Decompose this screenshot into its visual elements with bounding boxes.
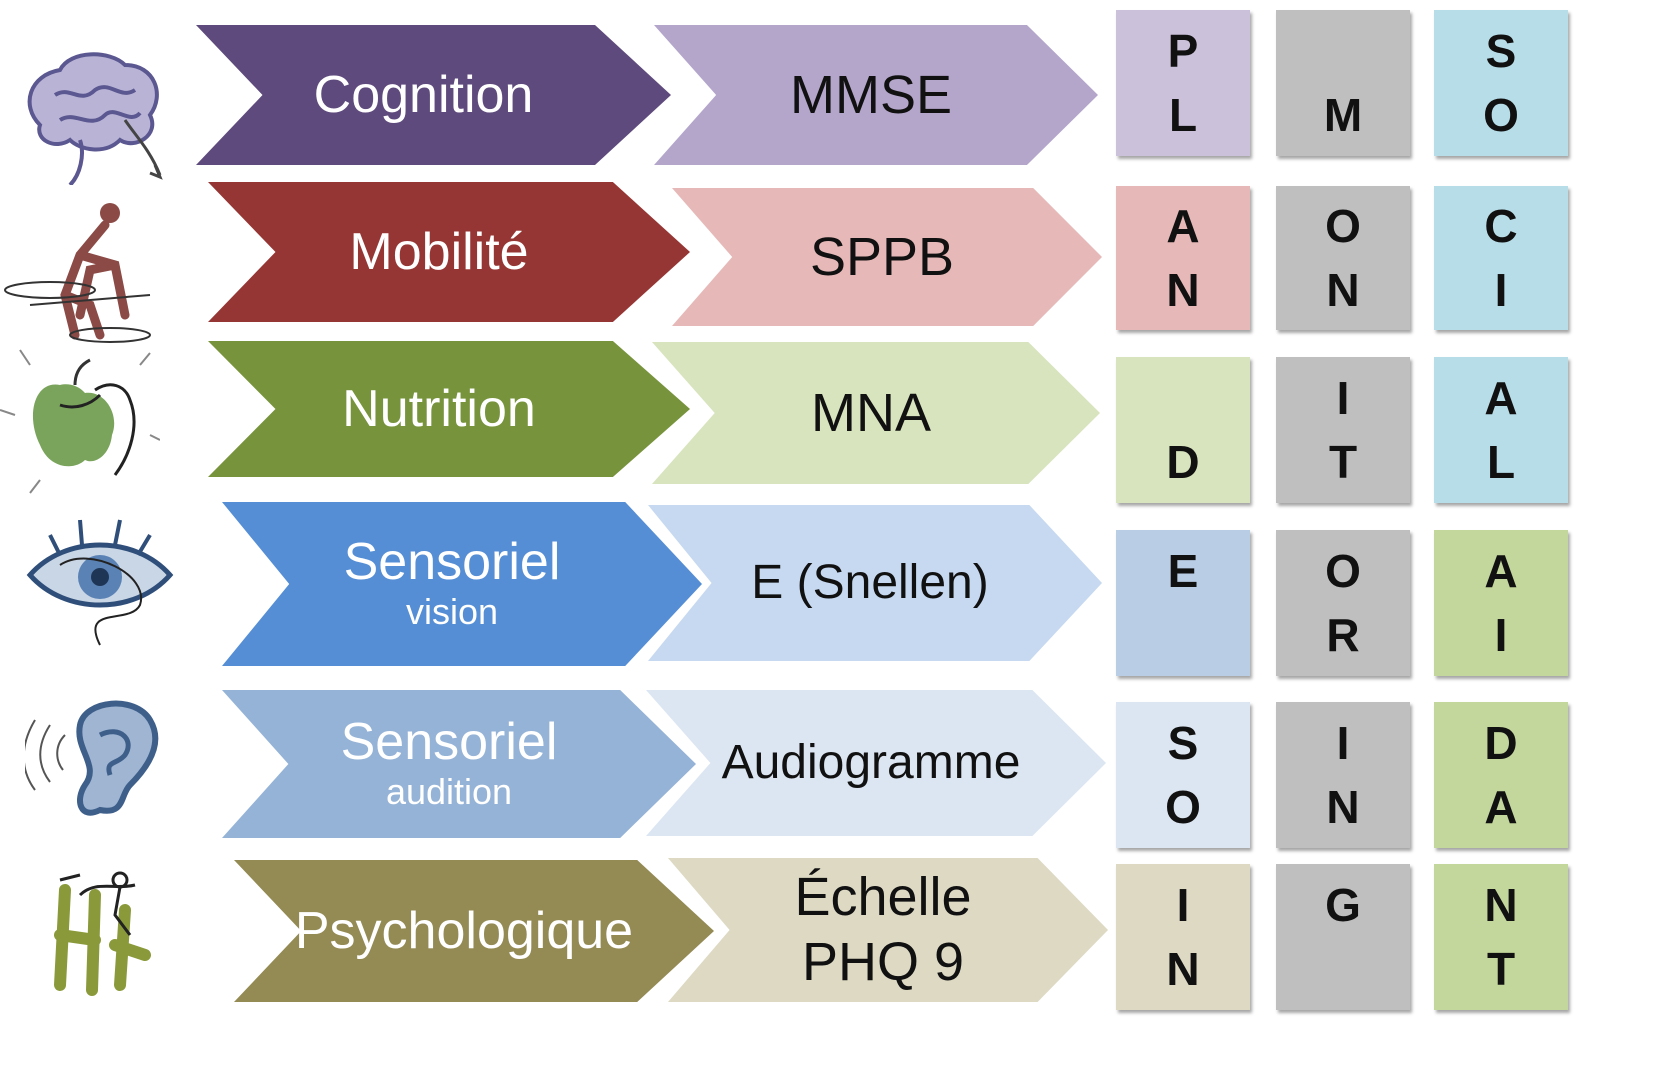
tile-letter: D: [1484, 717, 1518, 769]
assessment-tool-label: MMSE: [790, 64, 952, 125]
plan-de-soin-tile: EX: [1116, 530, 1250, 676]
category-label: Sensoriel: [340, 713, 558, 772]
tile-letter: T: [1486, 943, 1516, 995]
tile-letter: L: [1486, 436, 1516, 488]
assessment-tool-arrow: MNA: [652, 342, 1100, 484]
tile-letter: I: [1336, 717, 1350, 769]
tile-letter: E: [1167, 545, 1199, 597]
tile-letter: A: [1166, 200, 1200, 253]
assessment-tool-arrow: MMSE: [654, 25, 1098, 165]
tile-letter: S: [1485, 25, 1517, 77]
tile-letter: N: [1326, 263, 1360, 316]
category-label: Sensoriel: [343, 533, 561, 592]
ear-icon: [22, 690, 185, 840]
tile-letter: O: [1165, 781, 1201, 833]
tile-letter: N: [1326, 781, 1360, 833]
tile-letter: P: [1167, 25, 1199, 77]
tile-letter: N: [1484, 879, 1518, 931]
tile-letter: T: [1328, 436, 1358, 488]
tile-letter: A: [1484, 781, 1518, 833]
category-label: Mobilité: [349, 222, 529, 281]
tile-letter: N: [1166, 263, 1200, 316]
category-arrow: Mobilité: [208, 182, 690, 322]
tile-letter: N: [1166, 943, 1200, 995]
assessment-tool-arrow: SPPB: [672, 188, 1102, 326]
tile-letter: I: [1176, 879, 1190, 931]
brain-icon: [10, 35, 170, 187]
category-sublabel: vision: [405, 590, 499, 632]
tile-letter: A: [1484, 372, 1518, 424]
monitoring-tile: XM: [1276, 10, 1410, 156]
tile-letter: S: [1167, 717, 1199, 769]
assessment-tool-label: Audiogramme: [721, 736, 1021, 790]
assessment-tool-label: SPPB: [809, 226, 955, 287]
tile-letter: M: [1323, 89, 1363, 141]
category-arrow: Psychologique: [234, 860, 714, 1002]
category-label: Psychologique: [294, 901, 634, 960]
tile-letter: C: [1484, 200, 1518, 253]
tile-letter: R: [1326, 609, 1360, 661]
category-arrow: Cognition: [196, 25, 671, 165]
tile-letter: I: [1336, 372, 1350, 424]
tile-letter: L: [1168, 89, 1198, 141]
tile-letter: I: [1494, 609, 1508, 661]
tile-letter: O: [1325, 545, 1361, 597]
tile-letter: G: [1325, 879, 1361, 931]
tile-letter: I: [1494, 263, 1508, 316]
assessment-tool-label: PHQ 9: [801, 932, 965, 992]
figures-icon: [20, 855, 180, 1005]
apple-icon: [0, 345, 161, 495]
tile-letter: D: [1166, 436, 1200, 488]
assessment-tool-label: Échelle: [794, 867, 972, 928]
eye-icon: [20, 505, 180, 655]
category-label: Cognition: [313, 65, 534, 124]
walker-person-icon: [0, 195, 160, 345]
category-label: Nutrition: [342, 379, 536, 438]
assessment-tool-arrow: E (Snellen): [648, 505, 1102, 661]
category-sublabel: audition: [385, 770, 513, 812]
assessment-tool-arrow: Audiogramme: [646, 690, 1106, 836]
assessment-tool-label: E (Snellen): [751, 556, 989, 610]
tile-letter: A: [1484, 545, 1518, 597]
plan-de-soin-tile: XD: [1116, 357, 1250, 503]
tile-letter: O: [1483, 89, 1519, 141]
category-arrow: Nutrition: [208, 341, 690, 477]
assessment-tool-label: MNA: [811, 382, 931, 443]
tile-letter: O: [1325, 200, 1361, 253]
monitoring-tile: GX: [1276, 864, 1410, 1010]
